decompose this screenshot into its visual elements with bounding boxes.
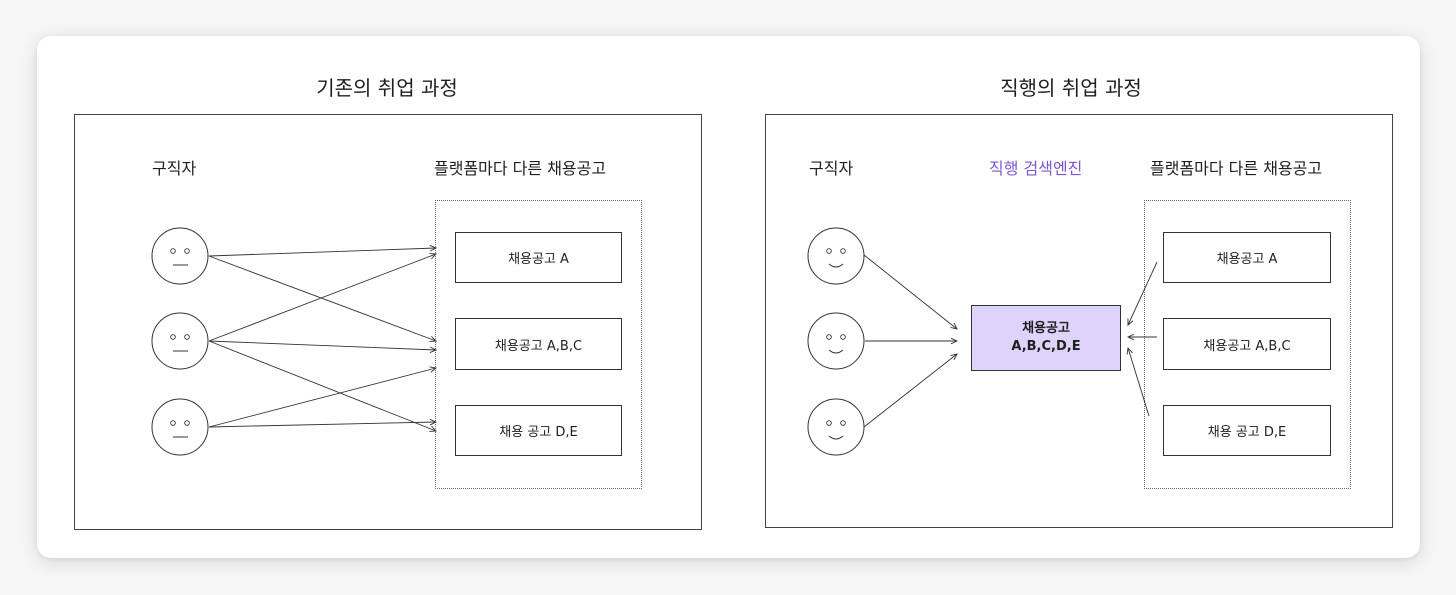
left-job-posting-abc: 채용공고 A,B,C xyxy=(455,318,622,370)
left-arrow-3-abc xyxy=(208,368,436,428)
smiling-face-icon xyxy=(807,398,865,456)
left-arrow-3-de xyxy=(208,422,436,428)
left-arrow-1-a xyxy=(208,248,436,257)
right-job-posting-a: 채용공고 A xyxy=(1163,232,1331,283)
left-arrow-2-de xyxy=(208,340,436,431)
right-arrow-seeker-3 xyxy=(863,354,957,428)
right-platform-label: 플랫폼마다 다른 채용공고 xyxy=(1150,159,1323,178)
neutral-face-icon xyxy=(151,398,209,456)
left-arrow-1-abc xyxy=(208,255,436,341)
right-arrow-posting-a xyxy=(1128,261,1158,325)
left-panel-title: 기존의 취업 과정 xyxy=(316,76,458,100)
neutral-face-icon xyxy=(151,312,209,370)
left-seeker-label: 구직자 xyxy=(152,159,197,178)
left-job-posting-a: 채용공고 A xyxy=(455,232,622,283)
smiling-face-icon xyxy=(807,312,865,370)
left-arrow-2-abc xyxy=(208,340,436,350)
left-platform-label: 플랫폼마다 다른 채용공고 xyxy=(434,159,607,178)
right-seeker-label: 구직자 xyxy=(809,159,854,178)
left-job-posting-de: 채용 공고 D,E xyxy=(455,405,622,456)
engine-box: 채용공고 A,B,C,D,E xyxy=(971,305,1121,371)
left-arrow-2-a xyxy=(208,254,436,342)
engine-box-line-1: 채용공고 xyxy=(1022,321,1070,336)
engine-label: 직행 검색엔진 xyxy=(989,159,1083,178)
right-arrow-posting-de xyxy=(1128,348,1150,417)
neutral-face-icon xyxy=(151,227,209,285)
left-platform-group xyxy=(435,200,642,489)
right-job-posting-abc: 채용공고 A,B,C xyxy=(1163,318,1331,370)
right-panel-title: 직행의 취업 과정 xyxy=(1000,76,1142,100)
smiling-face-icon xyxy=(807,227,865,285)
right-arrow-seeker-1 xyxy=(863,254,957,329)
engine-box-line-2: A,B,C,D,E xyxy=(1011,339,1081,354)
right-job-posting-de: 채용 공고 D,E xyxy=(1163,405,1331,456)
right-platform-group xyxy=(1144,200,1351,489)
